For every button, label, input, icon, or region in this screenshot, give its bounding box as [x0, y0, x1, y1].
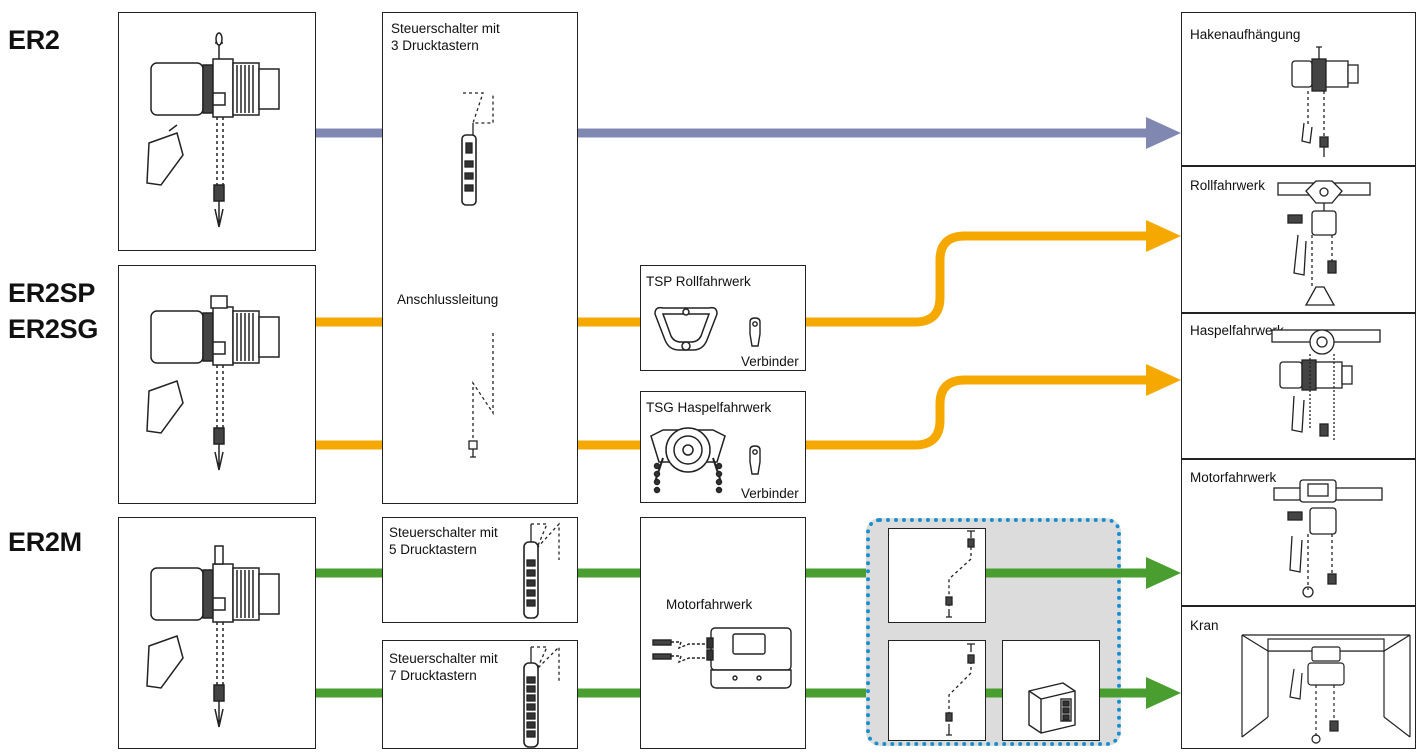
- cable-icon: [945, 643, 975, 736]
- connection-cable-label: Anschlussleitung: [397, 292, 499, 307]
- pendant-icon: [461, 92, 494, 206]
- connector-icon: [749, 317, 761, 347]
- pendant-icon: [523, 522, 560, 619]
- model-er2sp: ER2SP: [8, 278, 96, 308]
- motor-trolley-icon: [652, 627, 792, 689]
- trolley-icon: [654, 306, 718, 351]
- pendant5-label: Steuerschalter mit 5 Drucktastern: [389, 525, 498, 557]
- hoist-box-er2sp: [118, 265, 316, 504]
- pendant3-box: Steuerschalter mit 3 Drucktastern Anschl…: [382, 12, 578, 504]
- motor-trolley-icon: [1273, 479, 1383, 598]
- output-geared-trolley: Haspelfahrwerk: [1181, 313, 1416, 459]
- output-plain-label: Rollfahrwerk: [1190, 178, 1266, 193]
- output-plain-trolley: Rollfahrwerk: [1181, 166, 1416, 313]
- zone-cable-box-1: [888, 528, 986, 623]
- cable-icon: [468, 333, 494, 458]
- output-hook-label: Hakenaufhängung: [1190, 27, 1301, 42]
- tsp-label: TSP Rollfahrwerk: [646, 274, 751, 289]
- hoist-icon: [146, 295, 280, 471]
- motor-trolley-label: Motorfahrwerk: [666, 597, 753, 612]
- connector-icon: [749, 445, 761, 475]
- output-motor-trolley: Motorfahrwerk: [1181, 459, 1416, 606]
- zone-cable-box-2: [888, 640, 986, 741]
- model-er2m: ER2M: [8, 527, 82, 557]
- tsg-label: TSG Haspelfahrwerk: [646, 400, 772, 415]
- tsg-box: TSG Haspelfahrwerk Verbinder: [640, 391, 806, 503]
- tsp-arrow: [1146, 220, 1181, 252]
- crane-icon: [1241, 634, 1411, 744]
- cable-icon: [945, 530, 975, 618]
- output-motor-label: Motorfahrwerk: [1190, 470, 1277, 485]
- hoist-icon: [1291, 46, 1359, 157]
- tsp-route: [806, 231, 1146, 327]
- tsp-box: TSP Rollfahrwerk Verbinder: [640, 265, 806, 371]
- hoist-box-er2m: [118, 517, 316, 749]
- hoist-box-er2: [118, 12, 316, 251]
- trolley-icon: [650, 427, 726, 494]
- output-geared-label: Haspelfahrwerk: [1190, 323, 1284, 338]
- control-box: [1002, 640, 1100, 741]
- hoist-icon: [146, 32, 280, 228]
- hoist-icon: [146, 545, 280, 728]
- tsg-arrow: [1146, 364, 1181, 396]
- trolley-icon: [1277, 180, 1371, 306]
- pendant3-label: Steuerschalter mit 3 Drucktastern: [391, 21, 500, 53]
- zone-arrow-a: [1146, 557, 1181, 589]
- tsg-route: [806, 375, 1146, 450]
- trolley-icon: [1271, 329, 1381, 440]
- er2-arrow: [1146, 117, 1181, 149]
- control-box-icon: [1028, 682, 1076, 734]
- output-crane-label: Kran: [1190, 618, 1219, 633]
- zone-arrow-b: [1146, 677, 1181, 709]
- model-er2sg: ER2SG: [8, 314, 99, 344]
- pendant5-box: Steuerschalter mit 5 Drucktastern: [382, 517, 578, 623]
- output-hook: Hakenaufhängung: [1181, 12, 1416, 166]
- pendant7-box: Steuerschalter mit 7 Drucktastern: [382, 640, 578, 749]
- motor-trolley-box: Motorfahrwerk: [640, 517, 806, 749]
- tsp-connector-label: Verbinder: [741, 354, 799, 369]
- pendant-icon: [523, 645, 560, 748]
- model-er2: ER2: [8, 25, 60, 55]
- pendant7-label: Steuerschalter mit 7 Drucktastern: [389, 651, 498, 683]
- output-crane: Kran: [1181, 606, 1416, 749]
- tsg-connector-label: Verbinder: [741, 486, 799, 501]
